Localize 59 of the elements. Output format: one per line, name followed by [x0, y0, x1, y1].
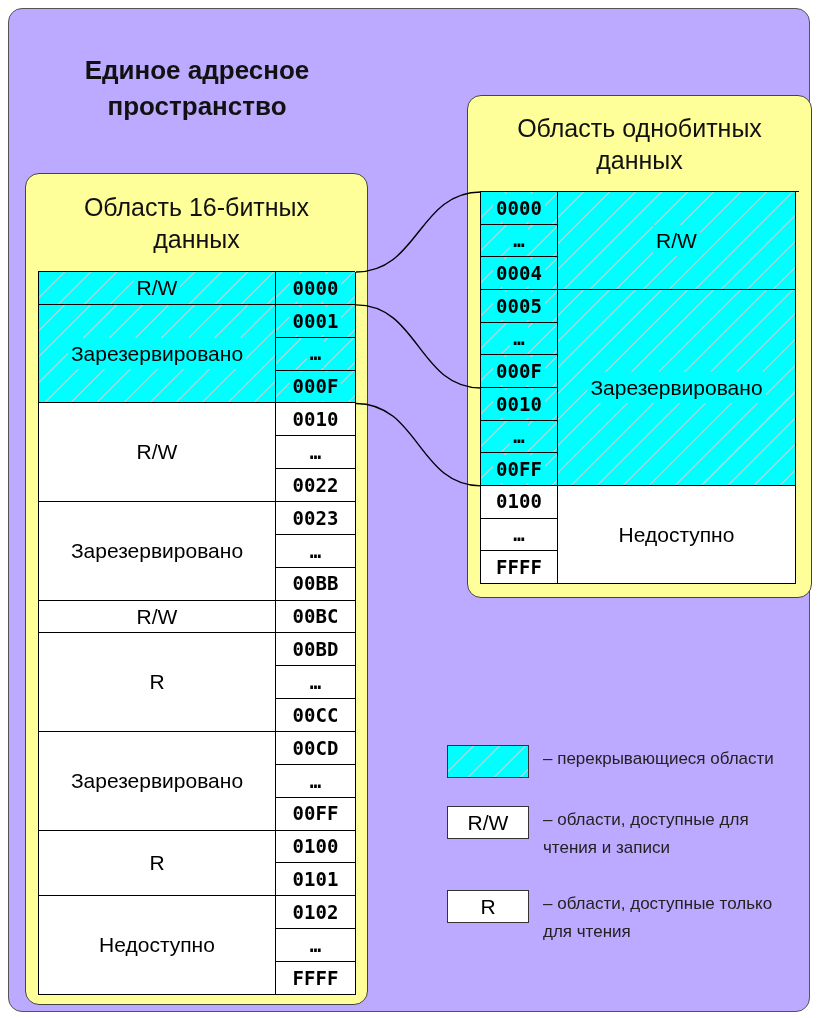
memory-region-cell: R [39, 830, 276, 897]
address-cell: 00BD [276, 633, 356, 667]
address-cell: 00CD [276, 732, 356, 765]
address-cell: 0100 [481, 485, 558, 519]
address-cell: … [276, 666, 356, 700]
memory-region-cell: Недоступно [558, 485, 796, 584]
address-cell: 00CC [276, 699, 356, 733]
address-cell: … [276, 436, 356, 470]
address-cell: FFFF [481, 551, 558, 584]
legend-text: – перекрывающиеся области [543, 748, 775, 770]
address-cell: … [481, 420, 558, 454]
address-cell: 00BC [276, 600, 356, 634]
address-cell: 0101 [276, 863, 356, 897]
address-cell: 0005 [481, 289, 558, 323]
address-cell: FFFF [276, 962, 356, 995]
panel-heading: Область однобитных данных [516, 112, 763, 176]
address-cell: 0102 [276, 896, 356, 930]
legend-text: – области, доступные для чтения и записи [543, 809, 750, 859]
memory-region-cell: R/W [558, 192, 796, 290]
memory-area-panel [25, 173, 368, 1005]
memory-area-panel [467, 95, 812, 598]
memory-region-cell: R [39, 633, 276, 733]
connector-line [355, 191, 482, 273]
diagram-title: Единое адресное пространство [83, 54, 311, 123]
address-cell: … [481, 224, 558, 258]
connector-line [355, 402, 482, 487]
memory-region-cell: Зарезервировано [39, 502, 276, 601]
connector-line [355, 304, 482, 389]
address-cell: 000F [276, 370, 356, 404]
memory-region-cell: R/W [39, 403, 276, 502]
address-cell: 00BB [276, 567, 356, 601]
address-cell: 0010 [481, 387, 558, 421]
address-cell: … [276, 929, 356, 963]
address-cell: 0001 [276, 304, 356, 338]
memory-region-cell: R/W [39, 600, 276, 634]
memory-region-cell: R/W [39, 272, 276, 305]
address-cell: … [481, 322, 558, 356]
panel-heading: Область 16-битных данных [82, 191, 311, 255]
memory-region-cell: Зарезервировано [39, 732, 276, 831]
address-cell: 00FF [481, 453, 558, 486]
address-cell: 0000 [276, 272, 356, 305]
address-cell: 0023 [276, 502, 356, 535]
address-cell: … [276, 337, 356, 371]
memory-region-cell: Зарезервировано [558, 289, 796, 486]
address-cell: … [276, 534, 356, 568]
legend-sample: R/W [447, 806, 529, 839]
address-cell: 0022 [276, 469, 356, 502]
legend-sample: R [447, 890, 529, 923]
legend-text: – области, доступные только для чтения [543, 893, 774, 943]
address-cell: … [481, 518, 558, 552]
address-cell: 00FF [276, 797, 356, 831]
address-cell: 0004 [481, 257, 558, 290]
address-cell: 0010 [276, 403, 356, 437]
memory-region-cell: Зарезервировано [39, 304, 276, 404]
address-cell: 000F [481, 355, 558, 388]
address-cell: 0000 [481, 192, 558, 225]
address-cell: 0100 [276, 830, 356, 864]
memory-region-cell: Недоступно [39, 896, 276, 995]
address-cell: … [276, 764, 356, 798]
